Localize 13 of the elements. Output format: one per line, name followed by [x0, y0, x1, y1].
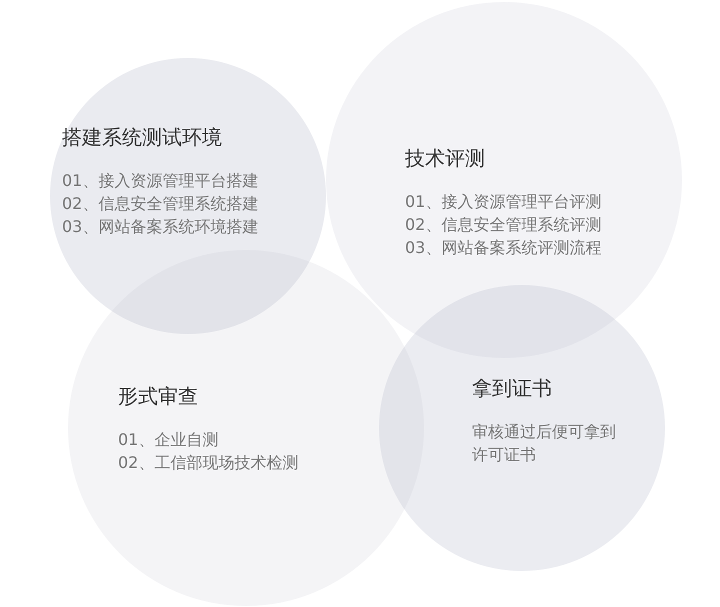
- list-item: 02、信息安全管理系统评测: [405, 214, 602, 236]
- list-item: 02、工信部现场技术检测: [118, 452, 298, 474]
- description-text: 审核通过后便可拿到许可证书: [472, 421, 617, 466]
- list-item: 03、网站备案系统评测流程: [405, 237, 602, 259]
- list-item: 02、信息安全管理系统搭建: [62, 193, 258, 215]
- list-item: 01、接入资源管理平台评测: [405, 191, 602, 213]
- list-item: 01、企业自测: [118, 429, 218, 451]
- list-item: 01、接入资源管理平台搭建: [62, 170, 258, 192]
- step-heading: 搭建系统测试环境: [62, 124, 222, 150]
- step-heading: 技术评测: [405, 145, 485, 171]
- step-heading: 形式审查: [118, 383, 198, 409]
- list-item: 03、网站备案系统环境搭建: [62, 216, 258, 238]
- step-heading: 拿到证书: [472, 375, 552, 401]
